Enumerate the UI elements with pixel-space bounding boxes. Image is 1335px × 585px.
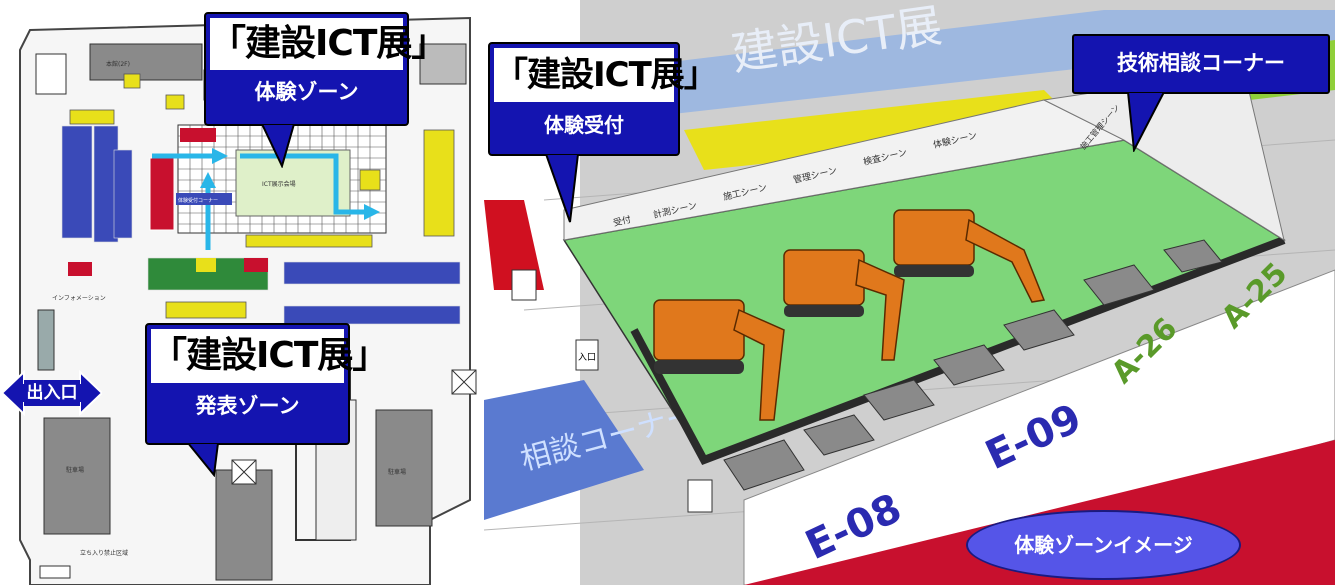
stand-sign: 入口	[578, 352, 596, 363]
reception-small-label: 体験受付コーナー	[178, 197, 218, 204]
callout-reception: 「建設ICT展」 体験受付	[488, 42, 718, 156]
callout-experience-zone: 「建設ICT展」 体験ゾーン	[204, 12, 447, 126]
callout-title: 「建設ICT展」	[210, 18, 447, 70]
entrance-text: 出入口	[24, 380, 80, 406]
callout-tail	[260, 124, 296, 168]
demo-site	[235, 149, 351, 217]
callout-tail	[1126, 92, 1166, 152]
tent-label: 受付	[612, 213, 632, 229]
callout-tail	[186, 443, 220, 477]
information-label: インフォメーション	[52, 295, 106, 302]
callout-subtitle: 発表ゾーン	[195, 394, 300, 418]
main-building	[89, 43, 203, 81]
callout-consultation: 技術相談コーナー	[1072, 34, 1330, 94]
callout-presentation-zone: 「建設ICT展」 発表ゾーン	[145, 323, 388, 445]
parking-right-label: 駐車場	[388, 468, 406, 476]
parking-left-label: 駐車場	[66, 466, 84, 474]
steel-plates	[723, 239, 1223, 491]
callout-title: 「建設ICT展」	[494, 48, 718, 102]
zone-image-label: 体験ゾーンイメージ	[966, 510, 1241, 580]
callout-subtitle: 技術相談コーナー	[1117, 51, 1285, 75]
parking-left	[43, 417, 111, 535]
callout-subtitle: 体験ゾーン	[254, 80, 359, 104]
main-building-label: 本館(2F)	[106, 60, 130, 68]
experience-zone-render: 建設ICT展 相談コーナー 受付 計測シーン 施工シーン 管理シーン 検査シーン…	[484, 0, 1335, 585]
floor-plan-svg: 本館(2F) ICT展示会場	[19, 16, 477, 585]
entrance-marker: 出入口	[2, 370, 102, 416]
excavators	[653, 209, 1046, 421]
parking-right	[375, 409, 433, 527]
floor-plan-map: 本館(2F) ICT展示会場	[0, 0, 484, 585]
restricted-area-label: 立ち入り禁止区域	[80, 549, 128, 557]
demo-site-label: ICT展示会場	[262, 180, 296, 188]
route-arrows	[152, 148, 380, 250]
callout-title: 「建設ICT展」	[151, 329, 388, 383]
callout-tail	[544, 154, 580, 223]
callout-subtitle: 体験受付	[544, 113, 624, 137]
